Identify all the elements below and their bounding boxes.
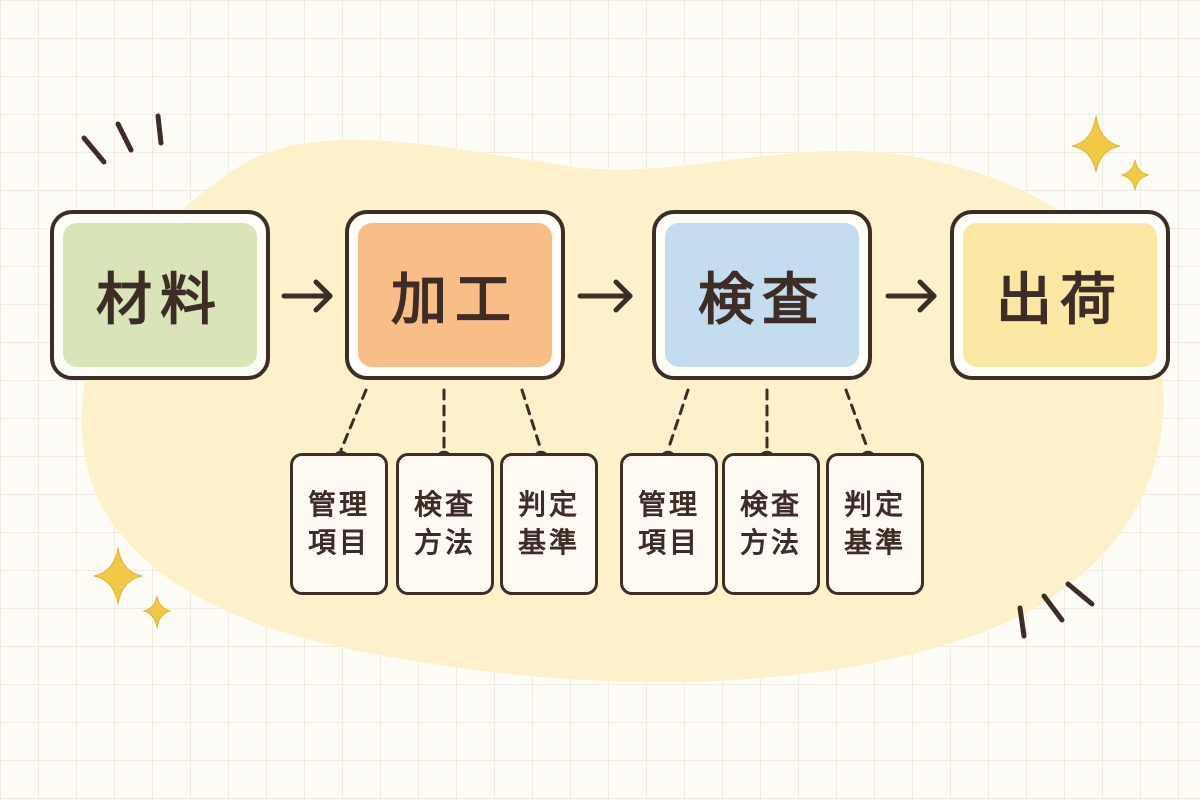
tag-inspection-control-items: 管理項目 bbox=[620, 453, 718, 595]
arrow-material-to-processing bbox=[281, 279, 333, 313]
stage-shipping-label: 出荷 bbox=[996, 267, 1124, 333]
stage-shipping: 出荷 bbox=[950, 210, 1170, 380]
tag-inspection-inspection-method: 検査方法 bbox=[722, 453, 820, 595]
tag-label: 判定基準 bbox=[843, 488, 906, 559]
tag-processing-inspection-method: 検査方法 bbox=[396, 453, 494, 595]
tag-label: 管理項目 bbox=[307, 488, 370, 559]
sparkle-icon bbox=[1120, 159, 1150, 191]
tag-processing-criteria: 判定基準 bbox=[500, 453, 598, 595]
stage-inspection-fill: 検査 bbox=[665, 223, 859, 367]
sparkle-icon bbox=[1071, 115, 1121, 173]
tag-label: 検査方法 bbox=[413, 488, 476, 559]
tag-label: 管理項目 bbox=[637, 488, 700, 559]
tag-inspection-criteria: 判定基準 bbox=[826, 453, 924, 595]
arrow-processing-to-inspection bbox=[577, 279, 633, 313]
arrow-inspection-to-shipping bbox=[885, 279, 937, 313]
connector-inspection-3 bbox=[844, 388, 870, 452]
connector-processing-3 bbox=[520, 388, 543, 452]
motion-lines-icon bbox=[1017, 581, 1095, 639]
tag-processing-control-items: 管理項目 bbox=[290, 453, 388, 595]
tag-label: 検査方法 bbox=[739, 488, 802, 559]
stage-inspection: 検査 bbox=[652, 210, 872, 380]
stage-processing-label: 加工 bbox=[391, 267, 519, 333]
sparkle-icon bbox=[93, 547, 143, 605]
stage-material: 材料 bbox=[50, 210, 270, 380]
stage-material-fill: 材料 bbox=[63, 223, 257, 367]
connector-inspection-1 bbox=[666, 388, 690, 452]
stage-shipping-fill: 出荷 bbox=[963, 223, 1157, 367]
stage-processing-fill: 加工 bbox=[358, 223, 552, 367]
motion-lines-icon bbox=[81, 113, 164, 165]
stage-material-label: 材料 bbox=[96, 267, 224, 333]
stage-inspection-label: 検査 bbox=[698, 267, 826, 333]
stage-processing: 加工 bbox=[345, 210, 565, 380]
connector-processing-1 bbox=[339, 388, 368, 452]
sparkle-icon bbox=[142, 595, 172, 629]
tag-label: 判定基準 bbox=[517, 488, 580, 559]
